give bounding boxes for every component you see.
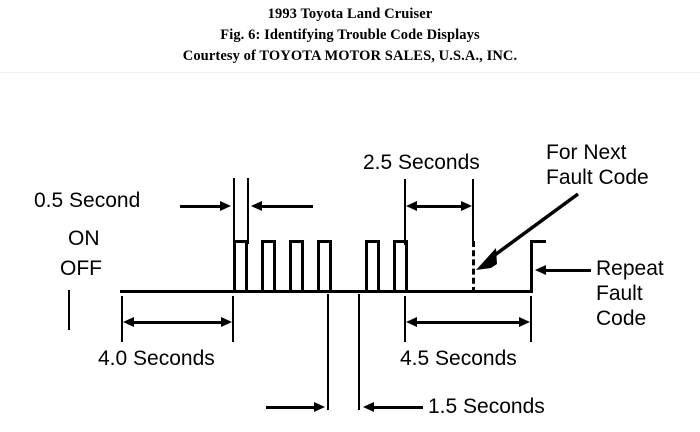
- repeat-arrow-head: [535, 265, 546, 275]
- pulse-3-top: [289, 240, 304, 243]
- code-gap-tick-left: [404, 179, 406, 245]
- pulse-width-leader-right: [261, 205, 313, 208]
- label-pulse-width: 0.5 Second: [34, 189, 141, 212]
- inter-digit-gap-arrow-right: [314, 402, 325, 412]
- cycle-gap-arrow-shaft: [414, 321, 522, 324]
- pulse-3-rising-edge: [289, 240, 292, 293]
- pulse-4-top: [317, 240, 332, 243]
- pulse-1-top: [233, 240, 248, 243]
- next-fault-code-leader-arrow: [476, 192, 580, 270]
- pulse-5-rising-edge: [365, 240, 368, 293]
- code-gap-arrow-right: [461, 201, 472, 211]
- inter-digit-gap-arrow-left: [363, 402, 374, 412]
- label-off: OFF: [60, 257, 102, 280]
- repeat-line-1: Repeat: [596, 257, 664, 280]
- pulse-6-top: [393, 240, 408, 243]
- repeat-line-3: Code: [596, 307, 647, 330]
- pulse-width-arrow-right: [220, 201, 231, 211]
- pulse-width-leader-left: [180, 205, 222, 208]
- label-code-gap: 2.5 Seconds: [363, 151, 480, 174]
- cycle-gap-tick-left: [404, 296, 406, 342]
- label-inter-digit-gap: 1.5 Seconds: [428, 395, 545, 418]
- figure-header: 1993 Toyota Land Cruiser Fig. 6: Identif…: [0, 0, 700, 72]
- waveform-baseline: [120, 290, 533, 293]
- label-on: ON: [68, 227, 100, 250]
- cycle-gap-tick-right: [530, 296, 532, 342]
- header-title-vehicle: 1993 Toyota Land Cruiser: [267, 6, 433, 22]
- pulse-5-falling-edge: [377, 240, 380, 293]
- header-divider: [0, 72, 700, 73]
- timing-diagram: 0.5 Second 2.5 Seconds For Next Fault Co…: [0, 78, 700, 432]
- inter-digit-gap-shaft-right: [373, 406, 423, 409]
- initial-delay-arrow-shaft: [131, 321, 224, 324]
- pulse-1-falling-edge: [245, 240, 248, 293]
- initial-delay-arrow-right: [221, 317, 232, 327]
- repeat-top-stub: [530, 240, 546, 243]
- next-fault-code-dashed-marker: [472, 241, 475, 293]
- label-repeat-fault-code: Repeat Fault Code: [596, 256, 700, 331]
- pulse-width-arrow-left: [251, 201, 262, 211]
- pulse-5-top: [365, 240, 380, 243]
- code-gap-tick-right: [472, 179, 474, 245]
- inter-digit-gap-tick-right: [358, 294, 360, 410]
- code-gap-arrow-left: [406, 201, 417, 211]
- pulse-4-falling-edge: [329, 240, 332, 293]
- pulse-2-top: [261, 240, 276, 243]
- initial-delay-tick-left: [121, 296, 123, 342]
- pulse-6-falling-edge: [405, 240, 408, 293]
- pulse-6-rising-edge: [393, 240, 396, 293]
- label-next-fault-code: For Next Fault Code: [546, 140, 696, 190]
- pulse-3-falling-edge: [301, 240, 304, 293]
- pulse-width-tick-left: [233, 178, 235, 244]
- header-title-courtesy: Courtesy of TOYOTA MOTOR SALES, U.S.A., …: [182, 48, 518, 64]
- pulse-4-rising-edge: [317, 240, 320, 293]
- repeat-rising-edge: [530, 240, 533, 293]
- initial-delay-tick-right: [232, 296, 234, 342]
- label-cycle-gap: 4.5 Seconds: [400, 347, 517, 370]
- cycle-gap-arrow-right: [519, 317, 530, 327]
- inter-digit-gap-tick-left: [327, 294, 329, 410]
- axis-origin-tick: [68, 290, 70, 330]
- repeat-arrow-shaft: [545, 269, 591, 272]
- pulse-2-rising-edge: [261, 240, 264, 293]
- header-title-figure: Fig. 6: Identifying Trouble Code Display…: [220, 27, 480, 43]
- label-initial-delay: 4.0 Seconds: [98, 347, 215, 370]
- code-gap-arrow-shaft: [414, 205, 464, 208]
- inter-digit-gap-shaft-left: [266, 406, 316, 409]
- cycle-gap-arrow-left: [406, 317, 417, 327]
- pulse-1-rising-edge: [233, 240, 236, 293]
- next-fault-code-line-1: For Next: [546, 141, 627, 164]
- initial-delay-arrow-left: [123, 317, 134, 327]
- pulse-2-falling-edge: [273, 240, 276, 293]
- repeat-line-2: Fault: [596, 282, 643, 305]
- pulse-width-tick-right: [247, 178, 249, 244]
- next-fault-code-line-2: Fault Code: [546, 166, 649, 189]
